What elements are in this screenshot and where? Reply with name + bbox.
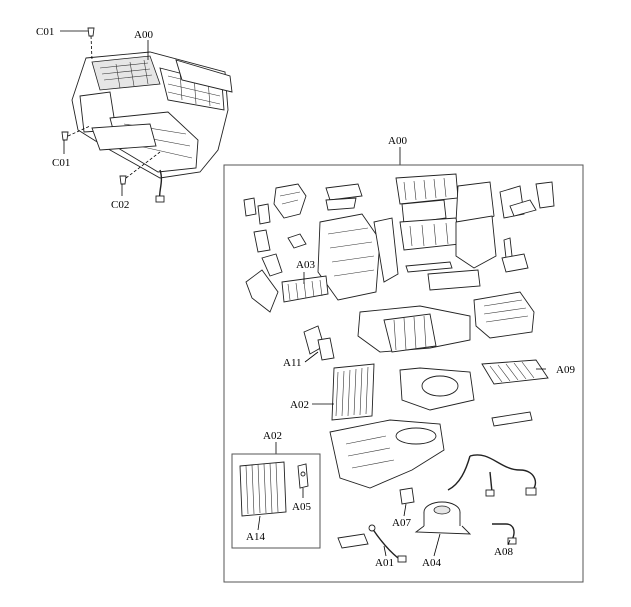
screw-c01-bottom-icon	[61, 131, 69, 141]
part-a04-blower-motor	[414, 501, 472, 535]
label-a00-top: A00	[134, 29, 153, 41]
screw-c01-top-icon	[87, 27, 95, 37]
label-a08: A08	[494, 546, 513, 558]
label-a11: A11	[283, 357, 302, 369]
part-a07	[399, 487, 415, 505]
part-a05	[297, 463, 309, 489]
label-a01: A01	[375, 557, 394, 569]
part-a02-main	[331, 363, 375, 421]
part-a11	[303, 325, 335, 361]
label-a07: A07	[392, 517, 411, 529]
exploded-view-frame	[223, 164, 584, 583]
wiring-harness	[447, 454, 537, 497]
top-left-leaders	[60, 27, 161, 196]
label-c02: C02	[111, 199, 129, 211]
part-a08	[492, 523, 517, 545]
label-a05: A05	[292, 501, 311, 513]
exploded-top-row	[243, 173, 555, 231]
label-a04: A04	[422, 557, 441, 569]
label-a02-box: A02	[263, 430, 282, 442]
hvac-assembly-illustration	[71, 51, 233, 203]
label-a09: A09	[556, 364, 575, 376]
small-duct-piece	[337, 533, 369, 549]
lower-case	[329, 419, 445, 489]
label-a00-box: A00	[388, 135, 407, 147]
label-a03: A03	[296, 259, 315, 271]
a02-subassembly-frame	[231, 453, 321, 549]
evaporator-housing	[357, 291, 535, 353]
part-a01	[368, 524, 407, 563]
label-a02-main: A02	[290, 399, 309, 411]
label-c01-top: C01	[36, 26, 54, 38]
part-a03	[245, 253, 329, 313]
blower-housing-upper	[399, 367, 533, 427]
exploded-middle-row	[253, 213, 529, 301]
label-a14: A14	[246, 531, 265, 543]
part-a09-filter	[481, 359, 549, 385]
label-c01-bottom: C01	[52, 157, 70, 169]
screw-c02-icon	[119, 175, 127, 185]
part-a14	[239, 461, 287, 517]
